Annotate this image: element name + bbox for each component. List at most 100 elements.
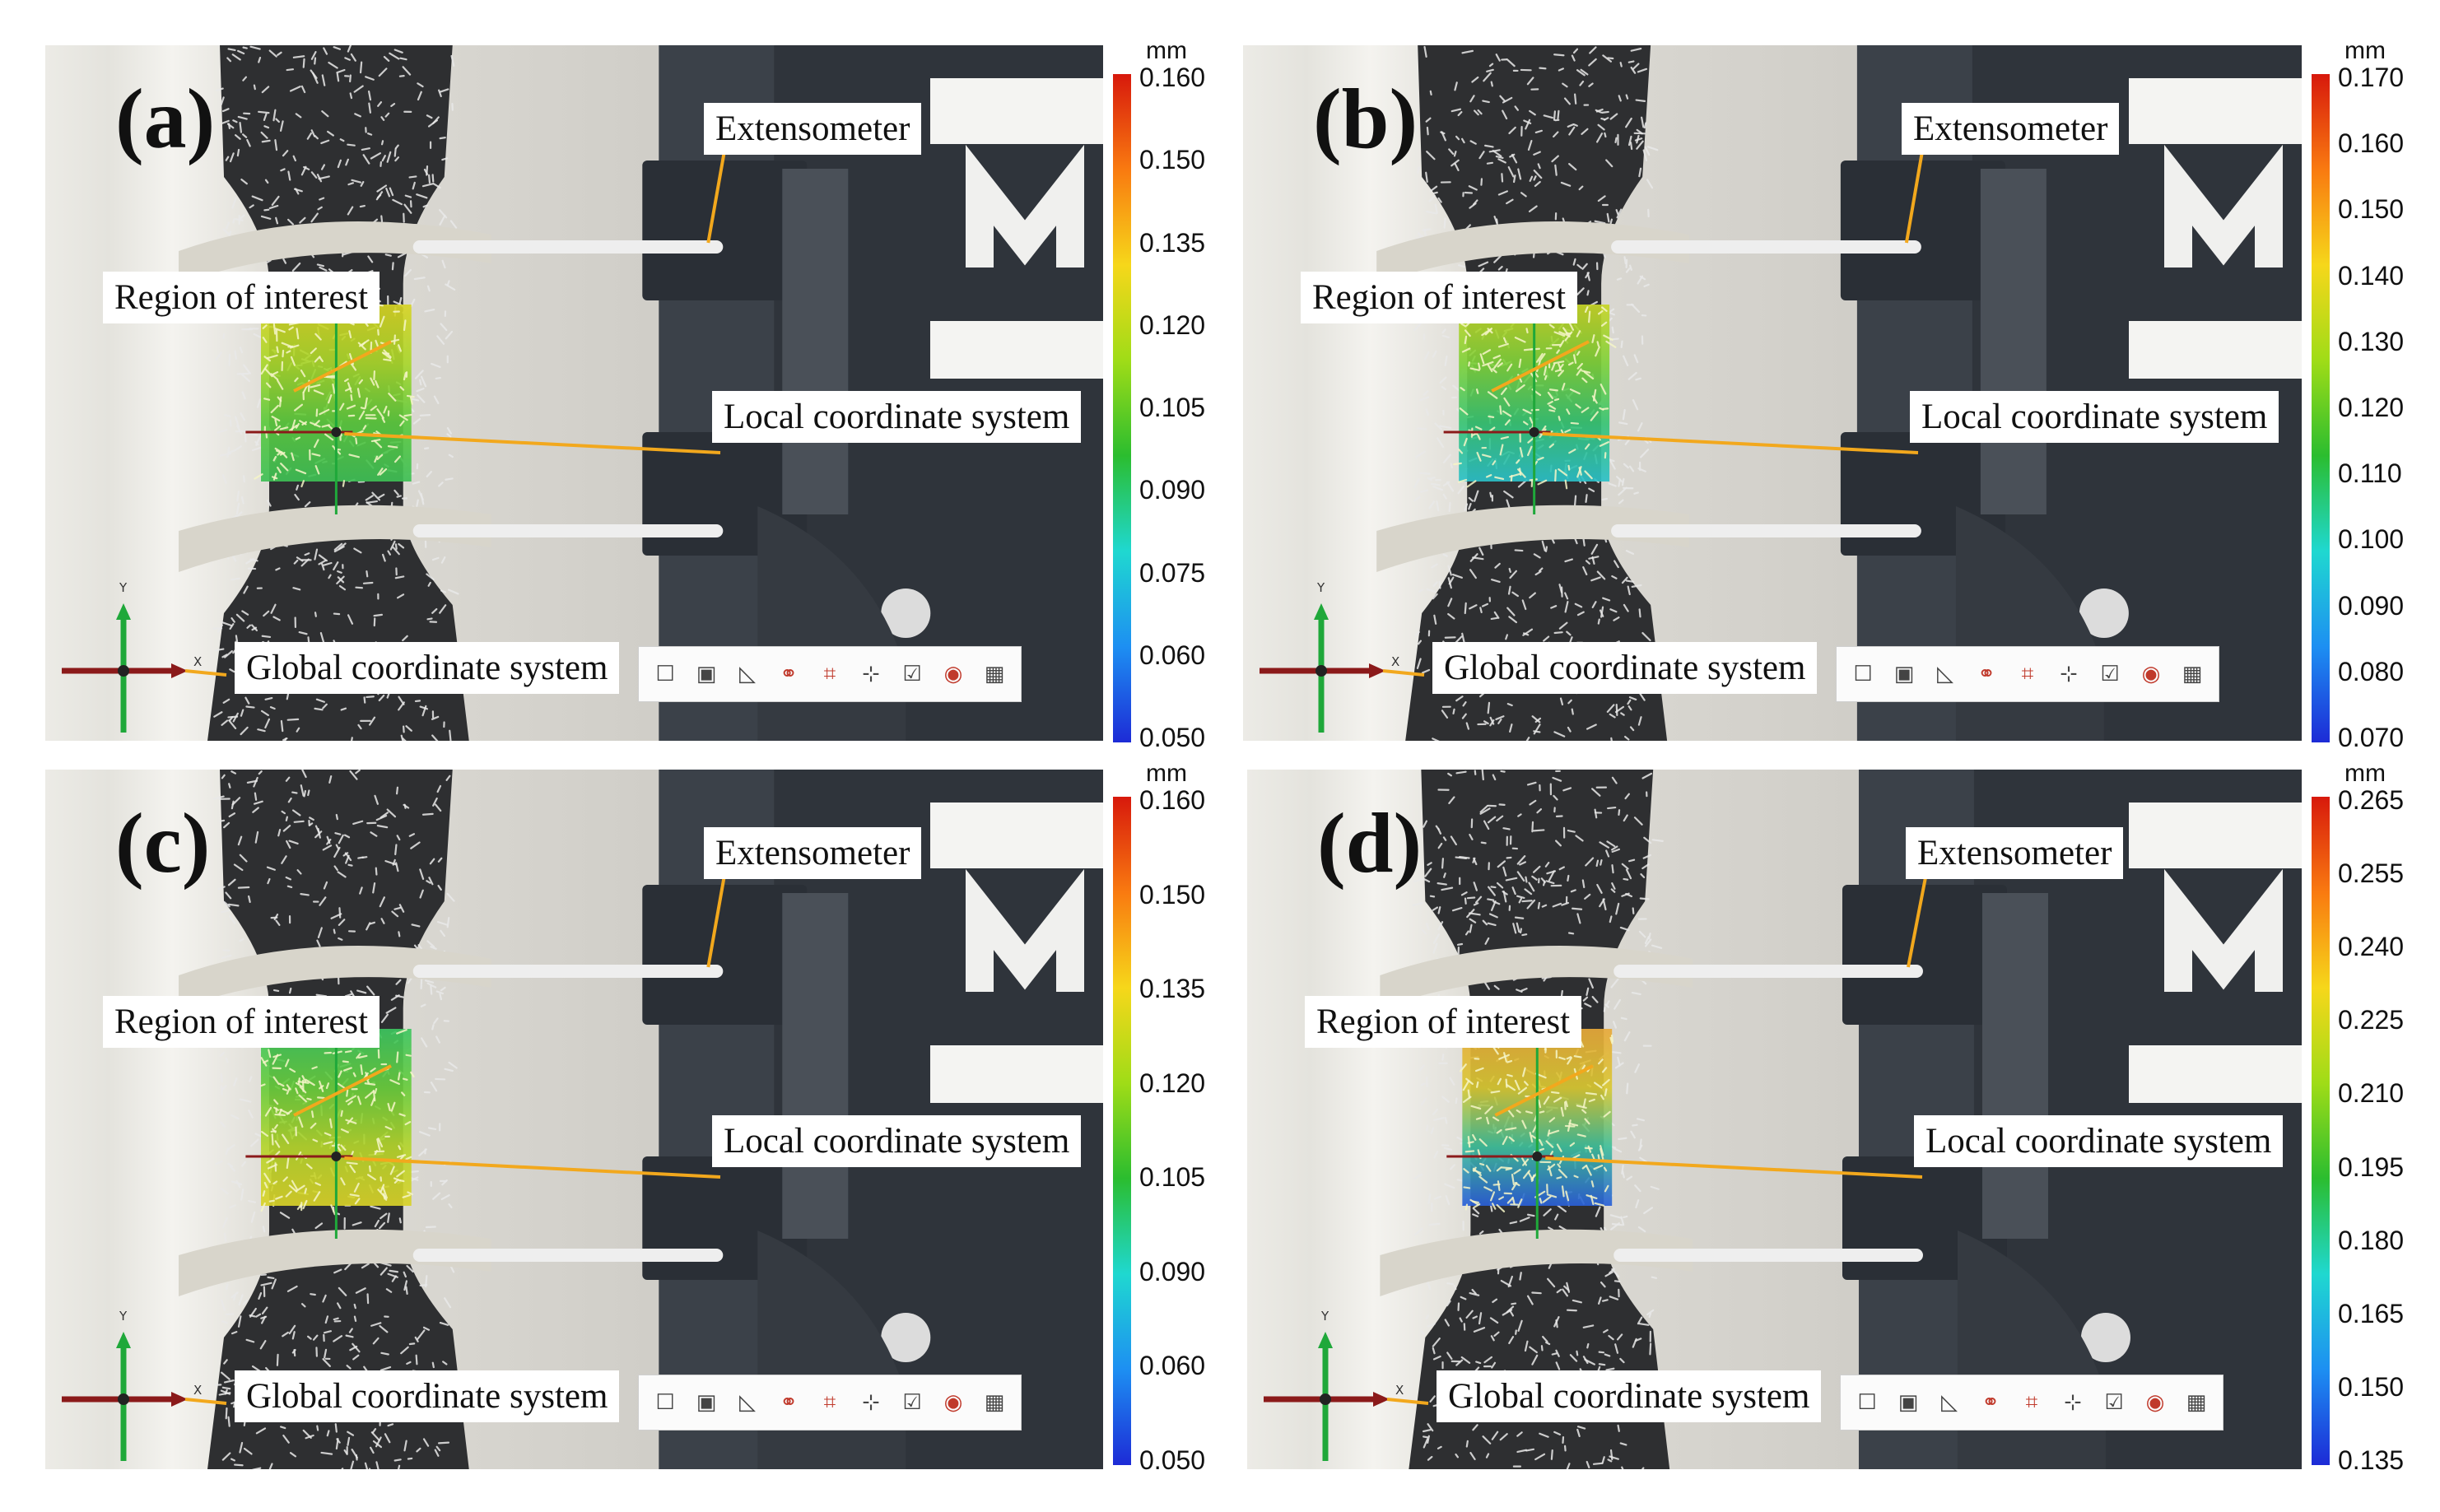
speckle-mark [345,1095,357,1103]
speckle-mark [263,398,271,401]
speckle-mark [1442,836,1447,841]
speckle-mark [347,614,354,625]
speckle-mark [1614,1343,1619,1354]
speckle-mark [1634,137,1643,142]
grid-icon[interactable]: ▦ [2186,1390,2207,1415]
speckle-mark [277,466,282,473]
crop-icon[interactable]: ⌗ [823,661,836,686]
speckle-mark [230,1165,235,1172]
speckle-mark [1507,165,1515,178]
speckle-mark [1586,723,1597,730]
speckle-mark [252,807,259,813]
speckle-mark [1576,263,1582,269]
speckle-mark [282,1331,289,1338]
ruler-icon[interactable]: ◺ [1941,1390,1958,1415]
speckle-mark [1629,726,1635,732]
record-icon[interactable]: ◉ [943,662,963,686]
speckle-mark [362,581,374,584]
speckle-mark [376,184,388,193]
rectangle-icon[interactable]: ☐ [1853,662,1873,686]
ruler-icon[interactable]: ◺ [1937,662,1953,686]
speckle-mark [312,1138,319,1142]
speckle-mark [235,502,240,514]
speckle-mark [360,180,365,187]
speckle-mark [1498,1196,1504,1201]
fit-view-icon[interactable]: ▣ [1898,1390,1919,1415]
record-icon[interactable]: ◉ [943,1390,963,1415]
speckle-mark [319,1080,324,1092]
speckle-mark [1538,1099,1542,1109]
ruler-icon[interactable]: ◺ [739,662,756,686]
record-icon[interactable]: ◉ [2141,662,2161,686]
speckle-mark [1460,891,1468,896]
fit-view-icon[interactable]: ▣ [696,662,717,686]
speckle-mark [405,1156,412,1161]
speckle-mark [1461,632,1466,645]
record-icon[interactable]: ◉ [2145,1390,2165,1415]
speckle-mark [250,1138,259,1147]
speckle-mark [1465,1440,1469,1448]
speckle-mark [266,1157,275,1164]
checkbox-icon[interactable]: ☑ [902,1390,922,1415]
grid-icon[interactable]: ▦ [984,1390,1005,1415]
link-icon[interactable]: ⚭ [780,1390,798,1415]
grid-icon[interactable]: ▦ [984,662,1005,686]
colorbar-tick-label: 0.120 [2338,393,2405,422]
speckle-mark [1459,1063,1467,1072]
speckle-mark [398,1145,402,1151]
ruler-icon[interactable]: ◺ [739,1390,756,1415]
speckle-mark [1455,696,1464,702]
fit-view-icon[interactable]: ▣ [1893,662,1915,686]
speckle-mark [240,726,249,736]
speckle-mark [368,90,372,101]
speckle-mark [1478,1312,1483,1325]
speckle-mark [1575,835,1584,842]
rectangle-icon[interactable]: ☐ [1857,1390,1877,1415]
speckle-mark [244,696,250,705]
link-icon[interactable]: ⚭ [780,662,798,686]
crop-icon[interactable]: ⌗ [2025,1389,2038,1415]
speckle-mark [426,114,433,119]
rectangle-icon[interactable]: ☐ [655,1390,675,1415]
target-icon[interactable]: ⊹ [2060,662,2078,686]
speckle-mark [1638,608,1641,618]
speckle-mark [393,334,396,345]
speckle-mark [380,918,385,924]
checkbox-icon[interactable]: ☑ [902,662,922,686]
speckle-mark [370,1431,380,1441]
link-icon[interactable]: ⚭ [1981,1390,2000,1415]
speckle-mark [1483,1356,1493,1364]
speckle-mark [1423,820,1427,828]
speckle-mark [1536,808,1542,814]
speckle-mark [398,696,405,705]
speckle-mark [1535,352,1544,363]
link-icon[interactable]: ⚭ [1977,662,1995,686]
crop-icon[interactable]: ⌗ [2021,661,2034,686]
crop-icon[interactable]: ⌗ [823,1389,836,1415]
speckle-mark [403,1271,407,1278]
speckle-mark [1509,1221,1518,1225]
extensometer-callout: Extensometer [704,827,922,879]
checkbox-icon[interactable]: ☑ [2104,1390,2124,1415]
speckle-mark [1514,549,1524,552]
checkbox-icon[interactable]: ☑ [2100,662,2120,686]
grid-icon[interactable]: ▦ [2182,662,2203,686]
speckle-mark [1483,820,1490,830]
speckle-mark [1576,362,1583,370]
speckle-mark [1573,1055,1582,1058]
speckle-mark [296,1203,302,1211]
speckle-mark [1541,540,1546,551]
speckle-mark [1642,854,1652,859]
target-icon[interactable]: ⊹ [862,1390,880,1415]
speckle-mark [1558,363,1562,371]
rectangle-icon[interactable]: ☐ [655,662,675,686]
global-x-axis-label: X [193,654,203,669]
speckle-mark [1576,913,1581,924]
target-icon[interactable]: ⊹ [862,662,880,686]
speckle-mark [256,398,262,408]
fit-view-icon[interactable]: ▣ [696,1390,717,1415]
target-icon[interactable]: ⊹ [2064,1390,2082,1415]
speckle-mark [1539,1147,1545,1151]
speckle-mark [1519,1217,1530,1222]
